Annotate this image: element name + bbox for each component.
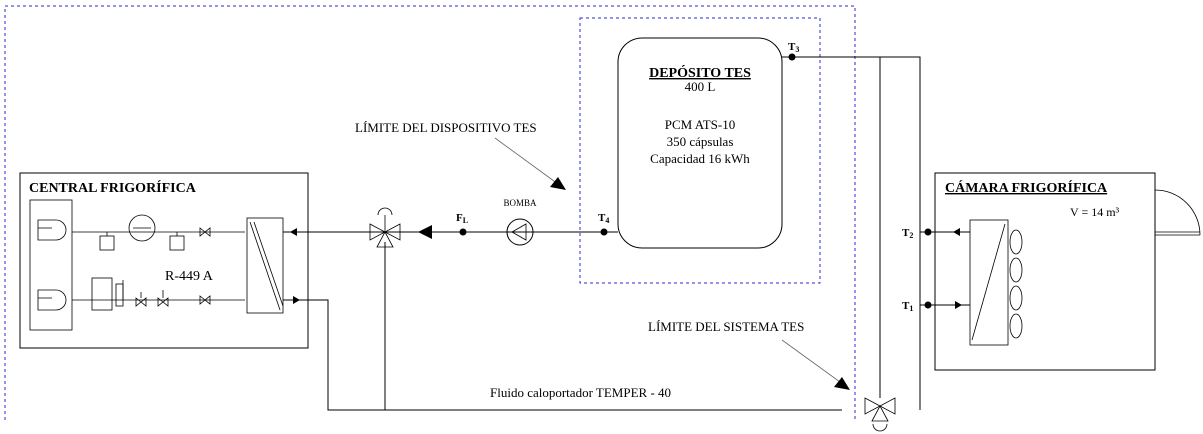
sensor-t4-label: T4 xyxy=(598,212,609,225)
tes-device-boundary xyxy=(579,17,821,284)
sensor-t1-label: T1 xyxy=(902,300,913,313)
chamber-title: CÁMARA FRIGORÍFICA xyxy=(945,179,1108,196)
sensor-fl-label: FL xyxy=(456,212,468,225)
three-way-valve-central xyxy=(369,207,401,248)
fluid-piping xyxy=(283,56,970,411)
central-refrigerant: R-449 A xyxy=(165,269,214,284)
tes-tank xyxy=(617,37,783,249)
sensor-t3-dot xyxy=(788,53,796,61)
refrigerant-circuit xyxy=(72,214,245,311)
sensor-t1-dot xyxy=(924,301,932,309)
tes-system-boundary xyxy=(4,5,856,420)
flow-arrows xyxy=(290,225,962,309)
sensor-t2-label: T2 xyxy=(902,227,913,240)
evaporator-unit xyxy=(969,219,1023,346)
tank-pcm: PCM ATS-10 xyxy=(665,117,735,132)
compressor-units xyxy=(29,199,73,331)
pump-symbol xyxy=(506,218,534,246)
system-limit-pointer xyxy=(781,339,841,383)
device-limit-pointer xyxy=(494,137,559,185)
sensor-fl-dot xyxy=(459,228,467,236)
sensor-t3-label: T3 xyxy=(788,41,799,54)
device-limit-arrowhead xyxy=(550,177,566,190)
chamber-volume: V = 14 m³ xyxy=(1070,205,1120,219)
tes-system-limit-label: LÍMITE DEL SISTEMA TES xyxy=(648,319,804,334)
three-way-valve-bypass xyxy=(864,397,896,432)
central-title: CENTRAL FRIGORÍFICA xyxy=(29,179,197,196)
pump-label: BOMBA xyxy=(503,198,537,208)
tank-title: DEPÓSITO TES xyxy=(649,64,751,81)
plate-heat-exchanger xyxy=(246,217,284,314)
camara-frigorifica-box xyxy=(934,172,1156,371)
system-limit-arrowhead xyxy=(834,377,850,390)
tank-capsules: 350 cápsulas xyxy=(667,134,734,149)
chamber-door xyxy=(1154,189,1201,236)
tank-volume: 400 L xyxy=(685,79,716,94)
central-frigorifica-box xyxy=(19,172,309,349)
tank-capacity: Capacidad 16 kWh xyxy=(650,151,750,166)
sensor-t2-dot xyxy=(924,228,932,236)
fluid-label: Fluido caloportador TEMPER - 40 xyxy=(490,385,671,400)
sensor-t4-dot xyxy=(600,228,608,236)
tes-device-limit-label: LÍMITE DEL DISPOSITIVO TES xyxy=(355,120,537,135)
